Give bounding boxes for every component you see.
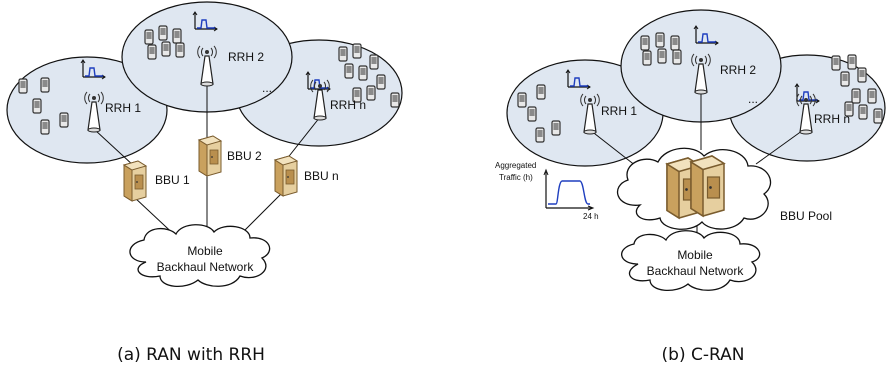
agg-traffic-label-line2: Traffic (h) [499, 173, 533, 182]
bbu2-label: BBU 2 [227, 149, 262, 163]
bbun-icon [274, 155, 298, 197]
rrhn-label: RRH n [330, 98, 366, 112]
rrh1-label: RRH 1 [601, 104, 637, 118]
panel-ran-with-rrh: Mobile Backhaul Network RRH 1 RRH 2 RRH … [6, 1, 403, 365]
aggregated-traffic-plot [543, 168, 595, 211]
ellipsis-label: ... [748, 92, 758, 106]
ellipsis-label: ... [262, 81, 272, 95]
cloud-label-line2: Backhaul Network [157, 260, 255, 274]
bbu2-icon [198, 135, 222, 177]
phones-cell-2 [640, 32, 682, 66]
bbu1-label: BBU 1 [155, 173, 190, 187]
cloud-label-line1: Mobile [187, 244, 223, 258]
bbu-pool-icon [666, 155, 725, 219]
rrhn-label: RRH n [814, 112, 850, 126]
cloud-label-line2: Backhaul Network [647, 264, 745, 278]
caption-a: (a) RAN with RRH [117, 345, 265, 365]
bbu1-icon [123, 160, 147, 202]
rrh2-label: RRH 2 [228, 50, 264, 64]
phones-cell-2 [144, 25, 185, 60]
rrh1-label: RRH 1 [105, 101, 141, 115]
panel-c-ran: Aggregated Traffic (h) 24 h Mobile Backh… [495, 9, 886, 365]
agg-traffic-label-line1: Aggregated [495, 161, 536, 170]
backhaul-cloud [129, 224, 271, 287]
cloud-label-line1: Mobile [677, 248, 713, 262]
agg-traffic-x-label: 24 h [583, 212, 599, 221]
bbun-label: BBU n [304, 169, 339, 183]
bbu-pool-label: BBU Pool [780, 209, 832, 223]
caption-b: (b) C-RAN [662, 345, 745, 365]
rrh2-label: RRH 2 [720, 63, 756, 77]
backhaul-cloud [621, 230, 761, 291]
